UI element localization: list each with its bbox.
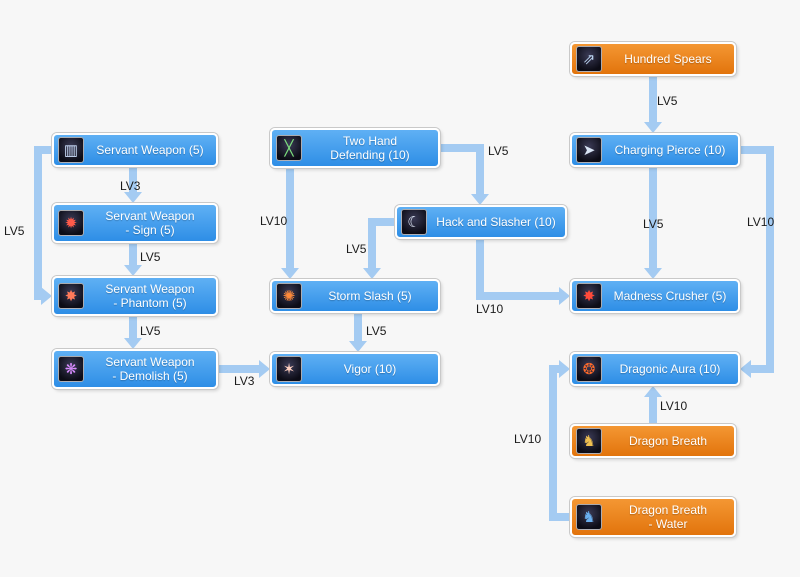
arrowhead-left-icon xyxy=(740,360,751,378)
arrowhead-down-icon xyxy=(644,268,662,279)
link-level-label: LV5 xyxy=(643,217,664,231)
skill-node-label: Servant Weapon (5) xyxy=(96,143,204,157)
arrowhead-right-icon xyxy=(259,360,270,378)
link-level-label: LV5 xyxy=(488,144,509,158)
skill-node-two-hand-defending[interactable]: ╳ Two Hand Defending (10) xyxy=(270,128,440,168)
arrowhead-down-icon xyxy=(644,122,662,133)
link-segment xyxy=(34,292,42,300)
skill-node-label: Vigor (10) xyxy=(343,362,397,376)
link-level-label: LV5 xyxy=(657,94,678,108)
skill-node-label: Storm Slash (5) xyxy=(328,289,412,303)
link-level-label: LV5 xyxy=(4,224,25,238)
link-segment xyxy=(368,218,395,226)
servant-weapon-icon: ▥ xyxy=(58,137,84,163)
link-segment xyxy=(649,167,657,269)
link-segment xyxy=(476,239,484,300)
skill-node-label: Madness Crusher (5) xyxy=(613,289,727,303)
skill-node-servant-weapon-demolish[interactable]: ❋ Servant Weapon - Demolish (5) xyxy=(52,349,218,389)
arrowhead-down-icon xyxy=(349,341,367,352)
servant-weapon-phantom-icon: ✸ xyxy=(58,283,84,309)
skill-node-servant-weapon-phantom[interactable]: ✸ Servant Weapon - Phantom (5) xyxy=(52,276,218,316)
skill-node-vigor[interactable]: ✶ Vigor (10) xyxy=(270,352,440,386)
arrowhead-up-icon xyxy=(644,386,662,397)
skill-node-label: Two Hand Defending (10) xyxy=(330,134,410,162)
link-segment xyxy=(440,144,484,152)
link-segment xyxy=(549,365,559,373)
arrowhead-right-icon xyxy=(559,287,570,305)
link-level-label: LV3 xyxy=(234,374,255,388)
link-segment xyxy=(129,316,137,339)
link-level-label: LV5 xyxy=(140,324,161,338)
skill-node-madness-crusher[interactable]: ✸ Madness Crusher (5) xyxy=(570,279,740,313)
skill-node-label: Servant Weapon - Sign (5) xyxy=(105,209,195,237)
link-segment xyxy=(368,218,376,269)
two-hand-defending-icon: ╳ xyxy=(276,135,302,161)
arrowhead-right-icon xyxy=(559,360,570,378)
servant-weapon-sign-icon: ✹ xyxy=(58,210,84,236)
link-level-label: LV3 xyxy=(120,179,141,193)
storm-slash-icon: ✺ xyxy=(276,283,302,309)
madness-crusher-icon: ✸ xyxy=(576,283,602,309)
dragonic-aura-icon: ❂ xyxy=(576,356,602,382)
link-level-label: LV10 xyxy=(514,432,542,446)
link-segment xyxy=(354,313,362,342)
skill-node-dragon-breath[interactable]: ♞ Dragon Breath xyxy=(570,424,736,458)
link-level-label: LV5 xyxy=(140,250,161,264)
link-segment xyxy=(476,144,484,195)
skill-node-label: Dragon Breath - Water xyxy=(628,503,708,531)
skill-node-dragonic-aura[interactable]: ❂ Dragonic Aura (10) xyxy=(570,352,740,386)
link-segment xyxy=(649,76,657,123)
link-level-label: LV5 xyxy=(346,242,367,256)
skill-node-label: Hack and Slasher (10) xyxy=(436,215,556,229)
arrowhead-down-icon xyxy=(281,268,299,279)
skill-node-label: Charging Pierce (10) xyxy=(614,143,726,157)
arrowhead-down-icon xyxy=(124,192,142,203)
link-level-label: LV10 xyxy=(476,302,504,316)
dragon-breath-icon: ♞ xyxy=(576,428,602,454)
arrowhead-down-icon xyxy=(363,268,381,279)
skill-node-label: Servant Weapon - Phantom (5) xyxy=(105,282,195,310)
link-segment xyxy=(649,396,657,424)
vigor-icon: ✶ xyxy=(276,356,302,382)
link-level-label: LV10 xyxy=(260,214,288,228)
link-level-label: LV5 xyxy=(366,324,387,338)
arrowhead-down-icon xyxy=(471,194,489,205)
skill-node-storm-slash[interactable]: ✺ Storm Slash (5) xyxy=(270,279,440,313)
skill-node-hack-and-slasher[interactable]: ☾ Hack and Slasher (10) xyxy=(395,205,567,239)
skill-node-servant-weapon[interactable]: ▥ Servant Weapon (5) xyxy=(52,133,218,167)
skill-node-dragon-breath-water[interactable]: ♞ Dragon Breath - Water xyxy=(570,497,736,537)
arrowhead-right-icon xyxy=(41,287,52,305)
skill-node-hundred-spears[interactable]: ⇗ Hundred Spears xyxy=(570,42,736,76)
link-level-label: LV10 xyxy=(660,399,688,413)
hack-and-slasher-icon: ☾ xyxy=(401,209,427,235)
dragon-breath-water-icon: ♞ xyxy=(576,504,602,530)
link-segment xyxy=(751,365,774,373)
link-segment xyxy=(549,365,557,521)
skill-node-charging-pierce[interactable]: ➤ Charging Pierce (10) xyxy=(570,133,740,167)
link-segment xyxy=(34,146,42,300)
skill-node-label: Dragonic Aura (10) xyxy=(619,362,721,376)
servant-weapon-demolish-icon: ❋ xyxy=(58,356,84,382)
arrowhead-down-icon xyxy=(124,338,142,349)
skill-node-label: Dragon Breath xyxy=(628,434,708,448)
link-segment xyxy=(766,146,774,373)
link-level-label: LV10 xyxy=(747,215,775,229)
link-segment xyxy=(286,168,294,269)
skill-node-label: Servant Weapon - Demolish (5) xyxy=(105,355,195,383)
link-segment xyxy=(476,292,559,300)
link-segment xyxy=(740,146,774,154)
link-segment xyxy=(129,243,137,266)
hundred-spears-icon: ⇗ xyxy=(576,46,602,72)
link-segment xyxy=(218,365,259,373)
arrowhead-down-icon xyxy=(124,265,142,276)
link-segment xyxy=(34,146,52,154)
charging-pierce-icon: ➤ xyxy=(576,137,602,163)
skill-node-servant-weapon-sign[interactable]: ✹ Servant Weapon - Sign (5) xyxy=(52,203,218,243)
link-segment xyxy=(129,167,137,193)
skill-node-label: Hundred Spears xyxy=(624,52,712,66)
link-segment xyxy=(549,513,570,521)
